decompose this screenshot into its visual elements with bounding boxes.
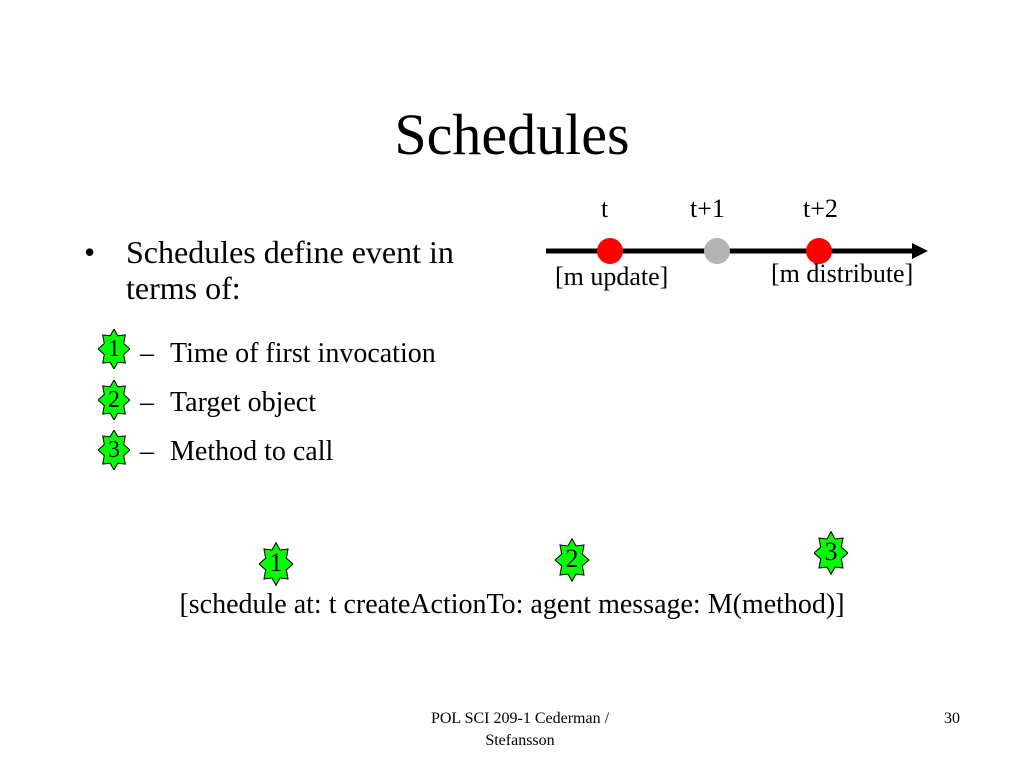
event-dot-t2 <box>806 238 832 264</box>
code-badge-3: 3 <box>814 531 848 575</box>
event-dot-t1 <box>704 238 730 264</box>
star-badge-icon <box>814 531 848 575</box>
footer-line-2: Stefansson <box>485 732 555 749</box>
subitem-time: –Time of first invocation <box>140 338 436 370</box>
star-badge-icon <box>555 538 589 582</box>
star-badge-number: 3 <box>108 437 120 463</box>
star-badge-1: 1 <box>98 329 130 369</box>
footer-line-1: POL SCI 209-1 Cederman / <box>430 710 610 727</box>
footer: POL SCI 209-1 Cederman / Stefansson <box>370 708 670 752</box>
bullet-symbol: • <box>84 234 96 270</box>
slide-title: Schedules <box>394 102 630 167</box>
star-badge-number: 1 <box>108 336 120 362</box>
subitem-text: Target object <box>170 387 317 418</box>
subitem-dash: – <box>140 387 154 418</box>
star-badge-number: 2 <box>565 544 579 573</box>
subitem-text: Method to call <box>170 436 334 467</box>
main-bullet: • Schedules define event in terms of: <box>84 234 514 306</box>
tick-label-t: t <box>601 194 609 223</box>
subitem-target: –Target object <box>140 387 316 419</box>
star-badge-number: 1 <box>269 548 283 577</box>
code-line: [schedule at: t createActionTo: agent me… <box>179 589 845 620</box>
page-number: 30 <box>944 710 960 727</box>
star-badge-icon <box>98 329 130 369</box>
star-badge-icon <box>98 430 130 470</box>
subitem-dash: – <box>140 436 154 467</box>
code-badge-1: 1 <box>259 542 293 586</box>
subitem-text: Time of first invocation <box>170 338 436 369</box>
subitem-dash: – <box>140 338 154 369</box>
star-badge-3: 3 <box>98 430 130 470</box>
bullet-text: Schedules define event in terms of: <box>126 234 454 306</box>
tick-label-t2: t+2 <box>803 194 838 223</box>
code-badge-2: 2 <box>555 538 589 582</box>
event-dot-t <box>597 238 623 264</box>
tick-label-t1: t+1 <box>690 194 725 223</box>
event-label-distribute: [m distribute] <box>771 259 914 288</box>
star-badge-number: 2 <box>108 387 120 413</box>
star-badge-2: 2 <box>98 380 130 420</box>
star-badge-icon <box>259 542 293 586</box>
subitem-method: –Method to call <box>140 436 333 468</box>
timeline-arrow <box>546 238 928 264</box>
star-badge-number: 3 <box>824 537 838 566</box>
star-badge-icon <box>98 380 130 420</box>
timeline-diagram: t t+1 t+2 [m update] [m distribute] <box>540 190 980 300</box>
event-label-update: [m update] <box>555 262 669 291</box>
